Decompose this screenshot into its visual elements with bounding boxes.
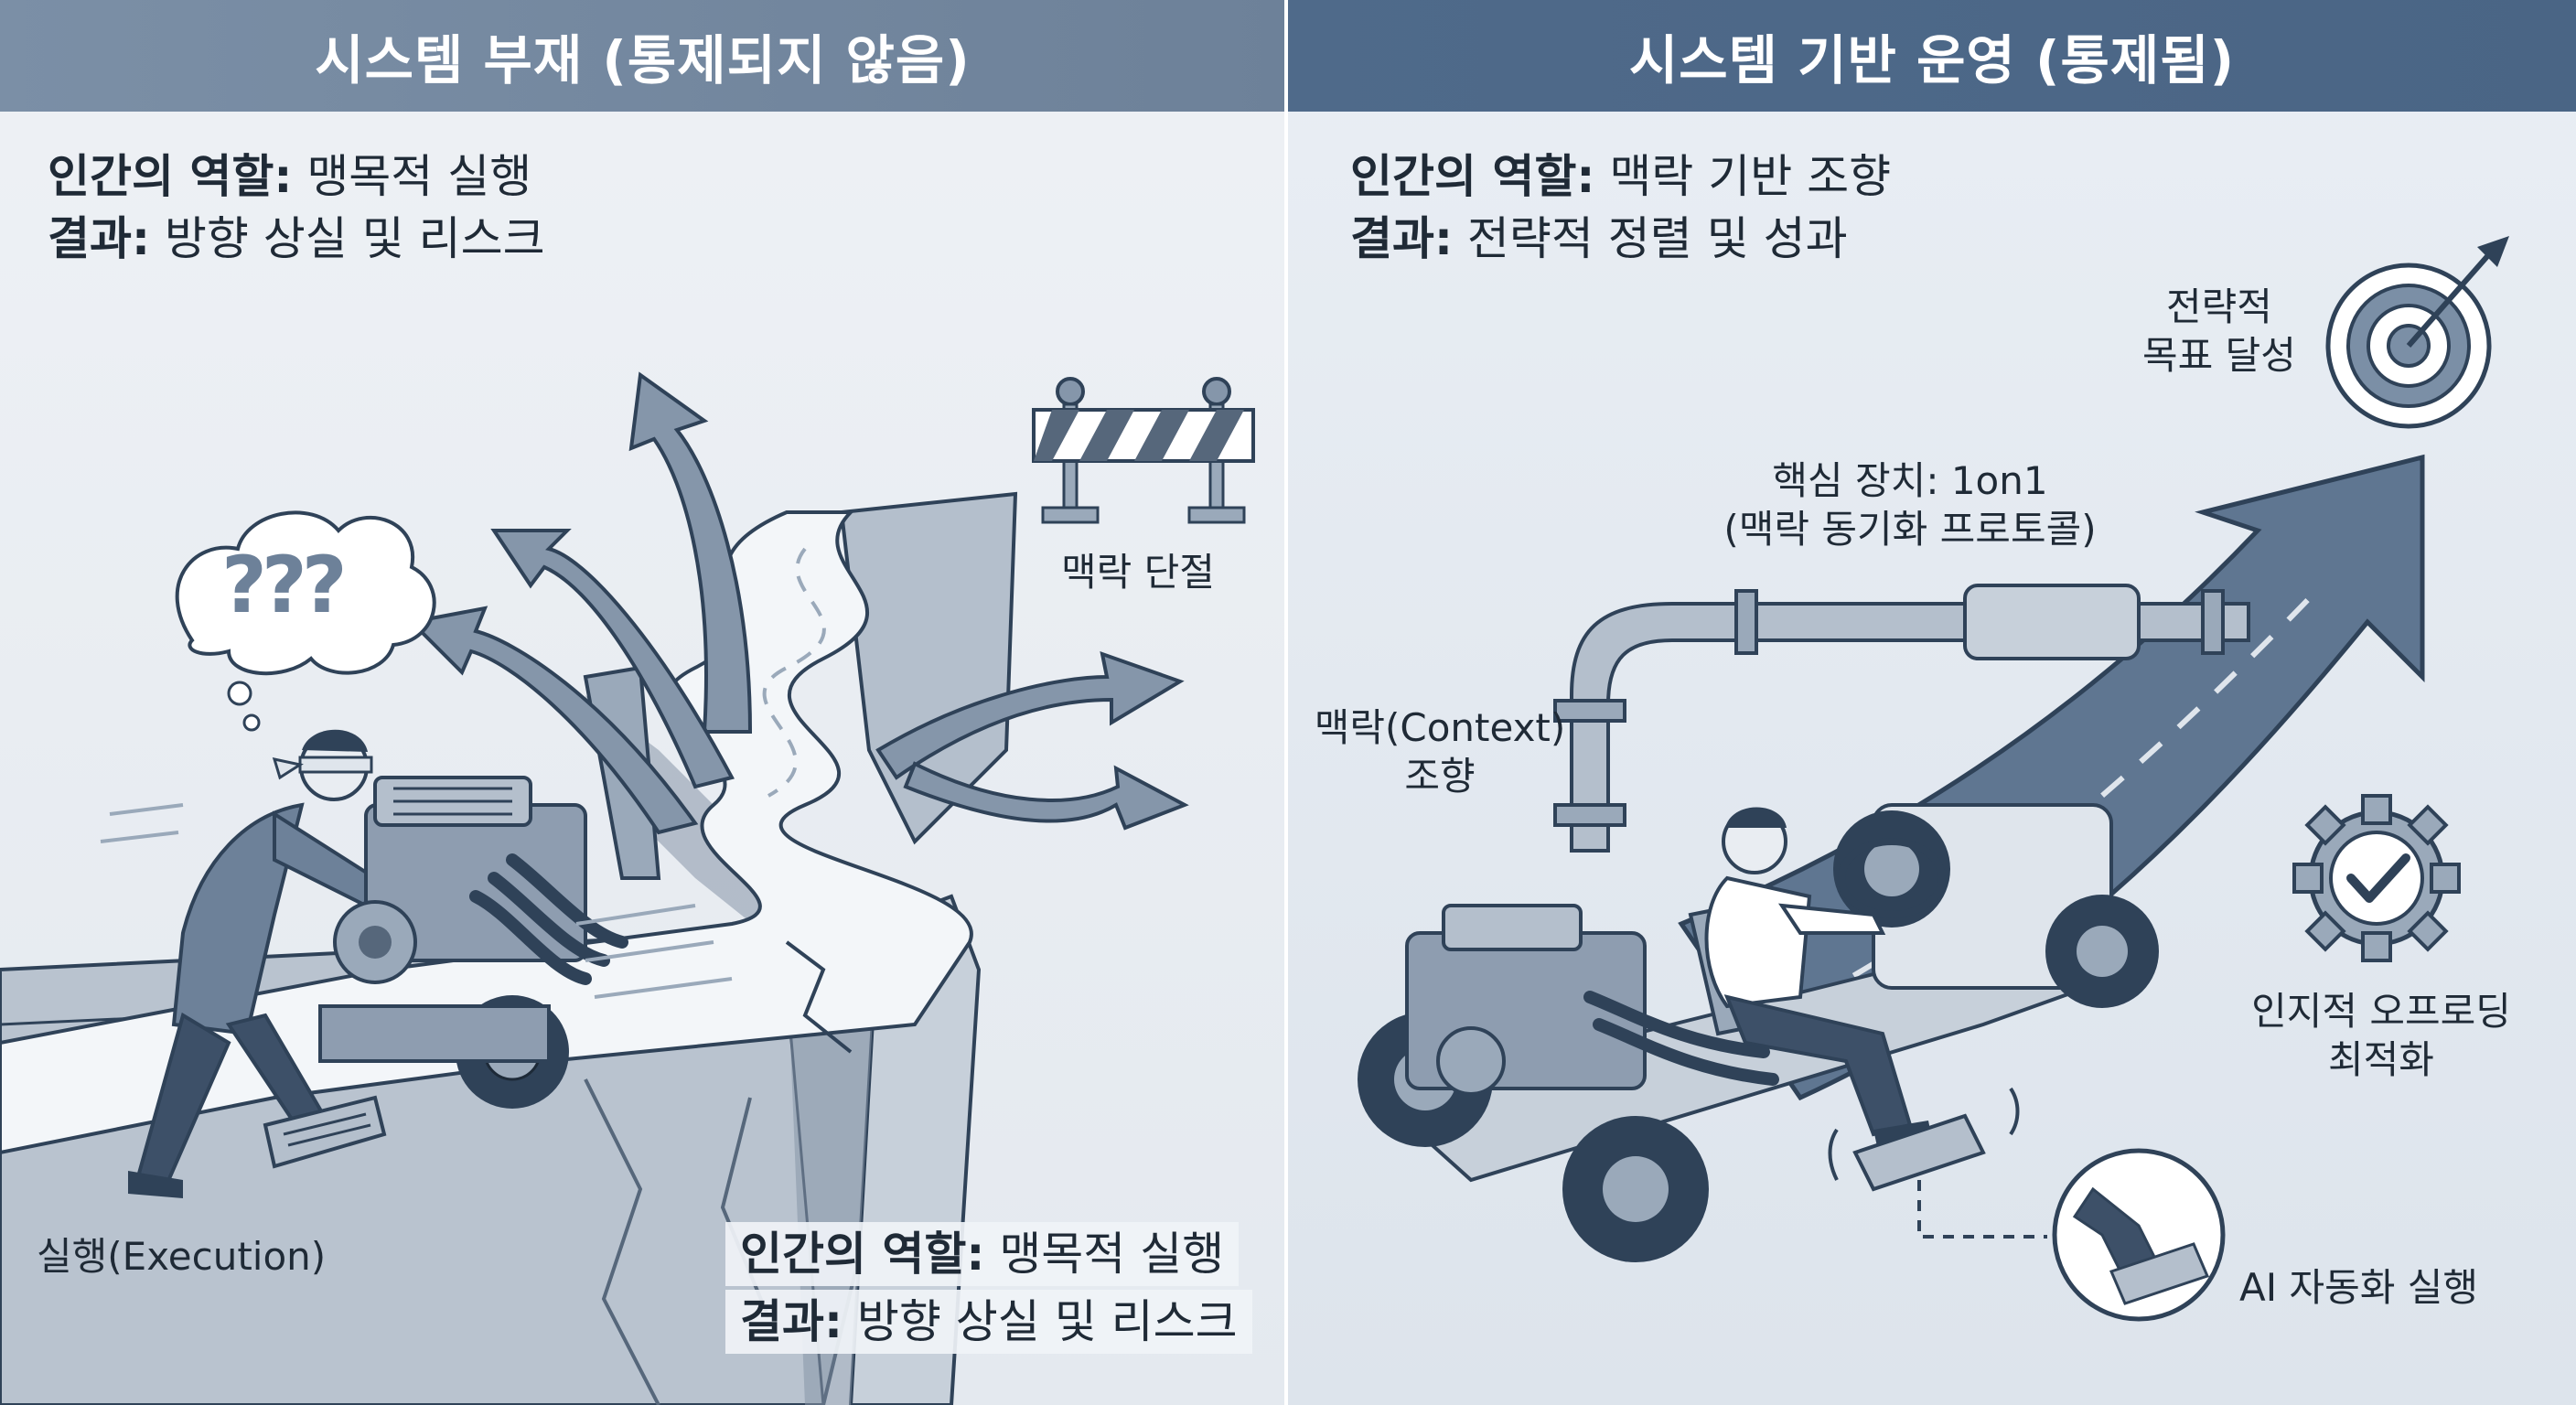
left-bottom-role-line: 인간의 역할: 맹목적 실행: [725, 1222, 1240, 1286]
left-result-label: 결과:: [48, 212, 150, 265]
right-result-label: 결과:: [1350, 212, 1453, 265]
left-panel-uncontrolled: 시스템 부재 (통제되지 않음) 인간의 역할: 맹목적 실행 결과: 방향 상…: [0, 0, 1285, 1405]
right-role-value: 맥락 기반 조향: [1609, 150, 1892, 203]
sync-pipe: [1553, 584, 2250, 853]
label-cognitive-offloading-line1: 인지적 오프로딩: [2251, 989, 2511, 1034]
label-core-device-line1: 핵심 장치: 1on1: [1772, 458, 2048, 503]
label-core-device-line2: (맥락 동기화 프로토콜): [1723, 506, 2097, 552]
left-role-line: 인간의 역할: 맹목적 실행: [48, 154, 531, 199]
diverging-arrows: [407, 371, 1189, 835]
thought-question-marks: ???: [221, 540, 348, 631]
left-bottom-role-value: 맹목적 실행: [999, 1228, 1225, 1281]
gear-check-icon: [2292, 794, 2461, 962]
label-core-device: 핵심 장치: 1on1 (맥락 동기화 프로토콜): [1672, 457, 2148, 553]
left-scene-illustration: [0, 371, 1255, 1405]
blindfolded-person: [128, 729, 378, 1198]
engine-left: [318, 776, 628, 1109]
pedal-right: [1828, 1087, 2020, 1192]
speed-lines: [100, 803, 733, 999]
left-result-line: 결과: 방향 상실 및 리스크: [48, 216, 545, 262]
left-bottom-result-value: 방향 상실 및 리스크: [856, 1295, 1238, 1348]
label-context-disconnect: 맥락 단절: [1061, 550, 1215, 595]
right-role-label: 인간의 역할:: [1350, 150, 1595, 203]
left-role-label: 인간의 역할:: [48, 150, 293, 203]
right-result-line: 결과: 전략적 정렬 및 성과: [1350, 216, 1848, 262]
label-ai-automation: AI 자동화 실행: [2239, 1265, 2479, 1310]
ai-connector: [1917, 1180, 2047, 1239]
left-header: 시스템 부재 (통제되지 않음): [0, 0, 1285, 112]
right-header: 시스템 기반 운영 (통제됨): [1288, 0, 2576, 112]
label-context-steering-line1: 맥락(Context): [1314, 705, 1566, 750]
label-strategic-goal-line1: 전략적: [2166, 284, 2272, 329]
kart-vehicle: [1358, 803, 2159, 1262]
right-panel-controlled: 시스템 기반 운영 (통제됨) 인간의 역할: 맥락 기반 조향 결과: 전략적…: [1288, 0, 2576, 1405]
label-execution: 실행(Execution): [37, 1234, 327, 1279]
left-result-value: 방향 상실 및 리스크: [164, 212, 545, 265]
thought-bubble: [175, 510, 436, 732]
panel-divider: [1284, 0, 1290, 1405]
target-icon: [2325, 236, 2509, 429]
pedal-left: [263, 1095, 387, 1169]
label-strategic-goal-line2: 목표 달성: [2142, 332, 2296, 378]
label-cognitive-offloading-line2: 최적화: [2328, 1036, 2434, 1082]
driver-person: [1704, 807, 1946, 1151]
right-result-value: 전략적 정렬 및 성과: [1466, 212, 1848, 265]
left-bottom-result-line: 결과: 방향 상실 및 리스크: [725, 1290, 1252, 1354]
left-bottom-role-label: 인간의 역할:: [740, 1228, 985, 1281]
label-strategic-goal: 전략적 목표 달성: [2128, 284, 2311, 380]
right-scene-illustration: [1358, 236, 2509, 1322]
right-role-line: 인간의 역할: 맥락 기반 조향: [1350, 154, 1891, 199]
left-role-value: 맹목적 실행: [306, 150, 532, 203]
label-context-steering-line2: 조향: [1404, 753, 1476, 799]
ai-pedal-icon: [2052, 1148, 2226, 1322]
label-cognitive-offloading: 인지적 오프로딩 최적화: [2226, 988, 2537, 1084]
left-bottom-result-label: 결과:: [740, 1295, 843, 1348]
barricade-icon: [1032, 377, 1255, 524]
label-context-steering: 맥락(Context) 조향: [1303, 704, 1577, 800]
